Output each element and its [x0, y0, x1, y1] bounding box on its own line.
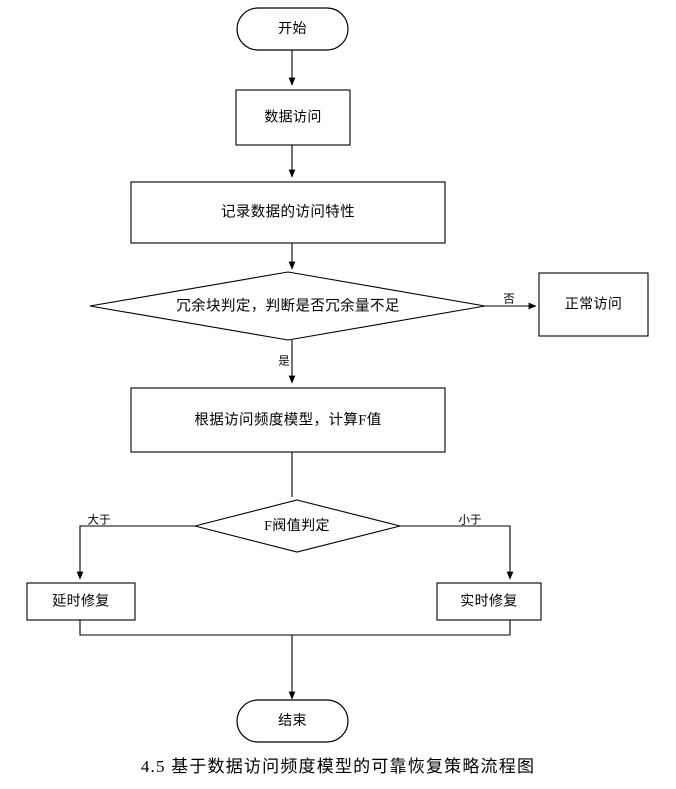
edge-threshold-greater-to-delay-repair [76, 525, 195, 580]
node-normal-access-label: 正常访问 [565, 297, 623, 313]
edge-labels-group: 否 是 大于 小于 [88, 294, 516, 527]
node-compute-f-label: 根据访问频度模型，计算F值 [194, 411, 381, 428]
node-compute-f[interactable]: 根据访问频度模型，计算F值 [130, 387, 446, 453]
edge-label-threshold-greater: 大于 [88, 513, 111, 527]
node-realtime-repair[interactable]: 实时修复 [436, 582, 542, 621]
node-end-label: 结束 [278, 713, 307, 729]
node-normal-access-shape[interactable] [538, 272, 649, 337]
node-data-access-shape[interactable] [235, 89, 351, 146]
node-start[interactable]: 开始 [236, 7, 349, 51]
edge-label-redundancy-no: 否 [503, 294, 515, 306]
edge-delay-repair-to-join [79, 620, 292, 636]
figure-caption: 4.5 基于数据访问频度模型的可靠恢复策略流程图 [140, 757, 536, 776]
edge-label-threshold-less: 小于 [459, 514, 482, 527]
node-record-feature[interactable]: 记录数据的访问特性 [130, 181, 446, 244]
edge-label-redundancy-yes: 是 [278, 355, 290, 368]
node-threshold-check-shape[interactable] [194, 499, 401, 553]
node-threshold-check-label: F阀值判定 [264, 518, 330, 534]
node-normal-access[interactable]: 正常访问 [538, 272, 649, 337]
node-record-feature-label: 记录数据的访问特性 [221, 203, 355, 220]
node-record-feature-shape[interactable] [130, 181, 446, 244]
node-compute-f-shape[interactable] [130, 387, 446, 453]
node-start-shape[interactable] [236, 7, 349, 51]
node-realtime-repair-label: 实时修复 [460, 593, 518, 610]
node-redundancy-check-shape[interactable] [89, 271, 486, 341]
edge-threshold-less-to-realtime-repair [400, 525, 514, 580]
node-end[interactable]: 结束 [236, 699, 349, 743]
node-delay-repair-shape[interactable] [26, 582, 136, 621]
node-end-shape[interactable] [236, 699, 349, 743]
edges-group [76, 50, 537, 700]
node-realtime-repair-shape[interactable] [436, 582, 542, 621]
node-redundancy-check[interactable]: 冗余块判定，判断是否冗余量不足 [89, 271, 486, 341]
node-delay-repair[interactable]: 延时修复 [26, 582, 136, 621]
node-start-label: 开始 [278, 21, 307, 37]
node-threshold-check[interactable]: F阀值判定 [194, 499, 401, 553]
node-redundancy-check-label: 冗余块判定，判断是否冗余量不足 [176, 296, 400, 314]
node-data-access-label: 数据访问 [264, 110, 322, 126]
node-delay-repair-label: 延时修复 [52, 593, 110, 610]
node-data-access[interactable]: 数据访问 [235, 89, 351, 146]
edge-realtime-repair-to-join [292, 620, 511, 636]
